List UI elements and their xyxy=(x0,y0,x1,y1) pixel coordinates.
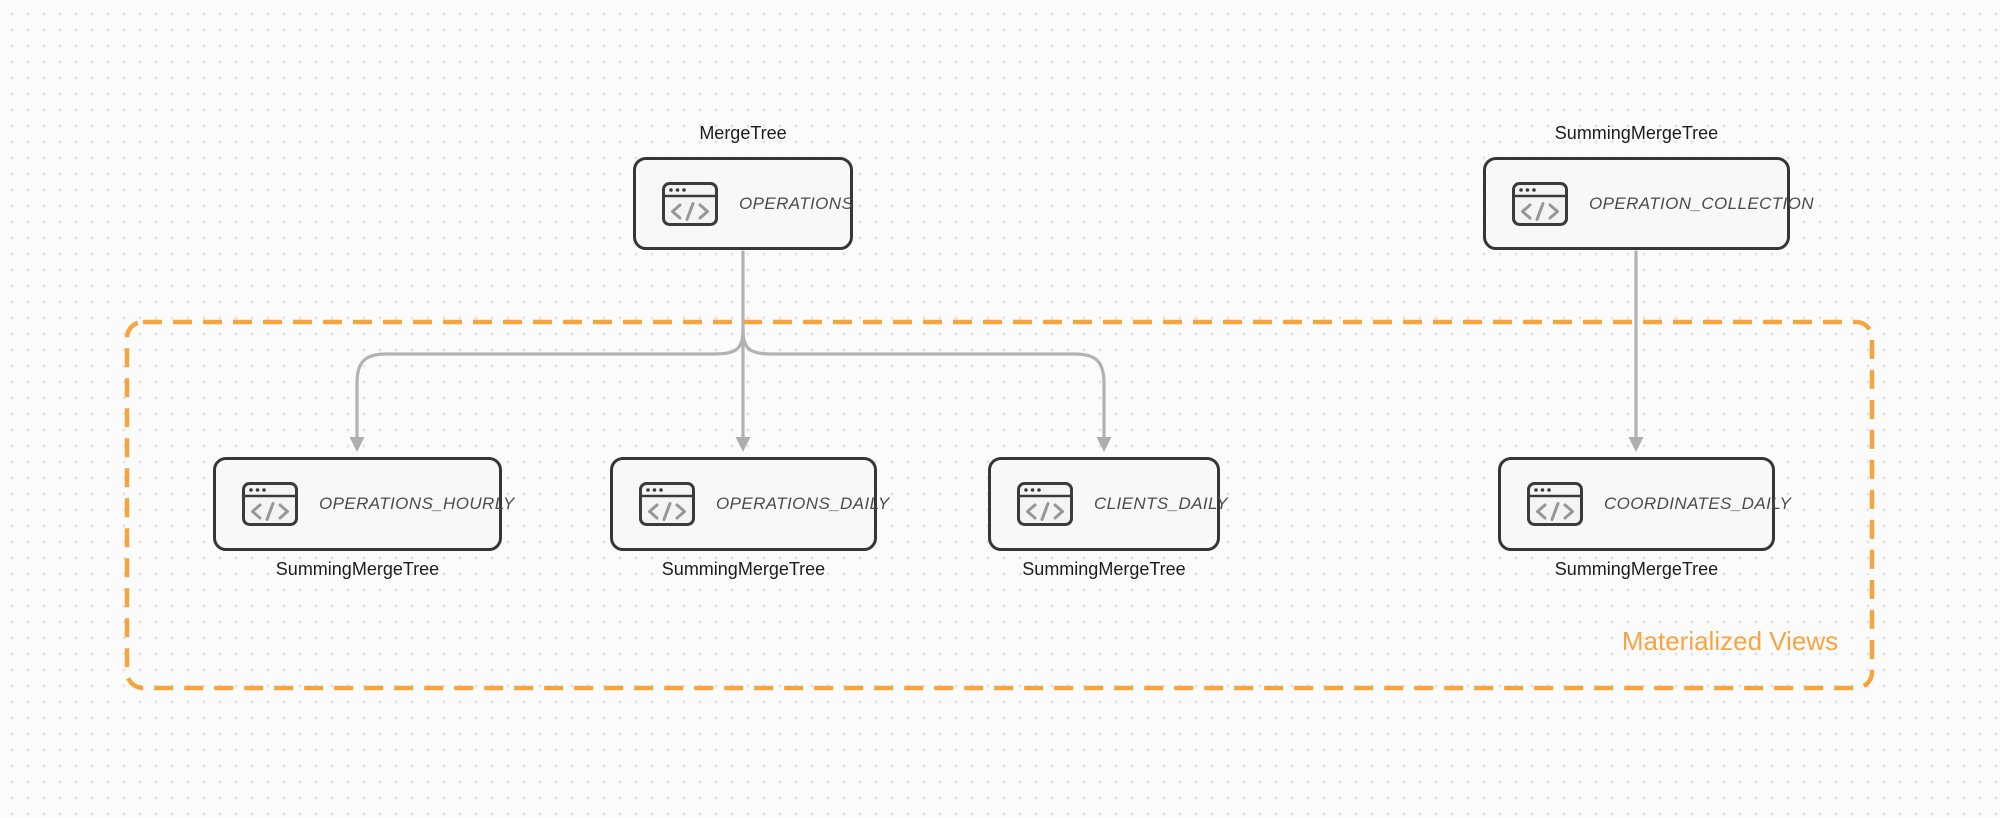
node-operations[interactable]: OPERATIONS xyxy=(633,157,853,250)
node-operation-collection[interactable]: OPERATION_COLLECTION xyxy=(1483,157,1814,250)
materialized-views-group-label: Materialized Views xyxy=(1621,626,1839,656)
engine-label-summingmergetree: SummingMergeTree xyxy=(275,559,440,579)
arrowhead-icon xyxy=(735,437,751,452)
code-window-icon xyxy=(1512,181,1568,226)
engine-label-summingmergetree: SummingMergeTree xyxy=(661,559,826,579)
code-window-icon xyxy=(662,181,718,226)
arrowhead-icon xyxy=(349,437,365,452)
node-table-name: OPERATION_COLLECTION xyxy=(1589,193,1814,213)
edge-operations-to-clients-daily xyxy=(741,328,1106,439)
node-operations-daily[interactable]: OPERATIONS_DAILY xyxy=(610,457,889,551)
code-window-icon xyxy=(242,482,298,526)
code-window-icon xyxy=(1527,482,1583,526)
code-window-icon xyxy=(1017,482,1073,526)
arrowhead-icon xyxy=(1628,437,1644,452)
node-table-name: OPERATIONS_HOURLY xyxy=(319,494,515,513)
node-table-name: COORDINATES_DAILY xyxy=(1604,494,1792,513)
node-table-name: OPERATIONS xyxy=(739,193,854,213)
node-clients-daily[interactable]: CLIENTS_DAILY xyxy=(988,457,1228,551)
arrowhead-icon xyxy=(1096,437,1112,452)
node-operations-hourly[interactable]: OPERATIONS_HOURLY xyxy=(213,457,514,551)
engine-label-summingmergetree: SummingMergeTree xyxy=(1022,559,1186,579)
edge-operations-to-operations-hourly xyxy=(355,328,745,439)
node-table-name: CLIENTS_DAILY xyxy=(1094,494,1229,513)
node-coordinates-daily[interactable]: COORDINATES_DAILY xyxy=(1498,457,1791,551)
engine-label-summingmergetree: SummingMergeTree xyxy=(1554,559,1719,579)
engine-label-mergetree: MergeTree xyxy=(699,123,787,143)
engine-label-summingmergetree: SummingMergeTree xyxy=(1554,123,1719,143)
code-window-icon xyxy=(639,482,695,526)
node-table-name: OPERATIONS_DAILY xyxy=(716,494,890,513)
